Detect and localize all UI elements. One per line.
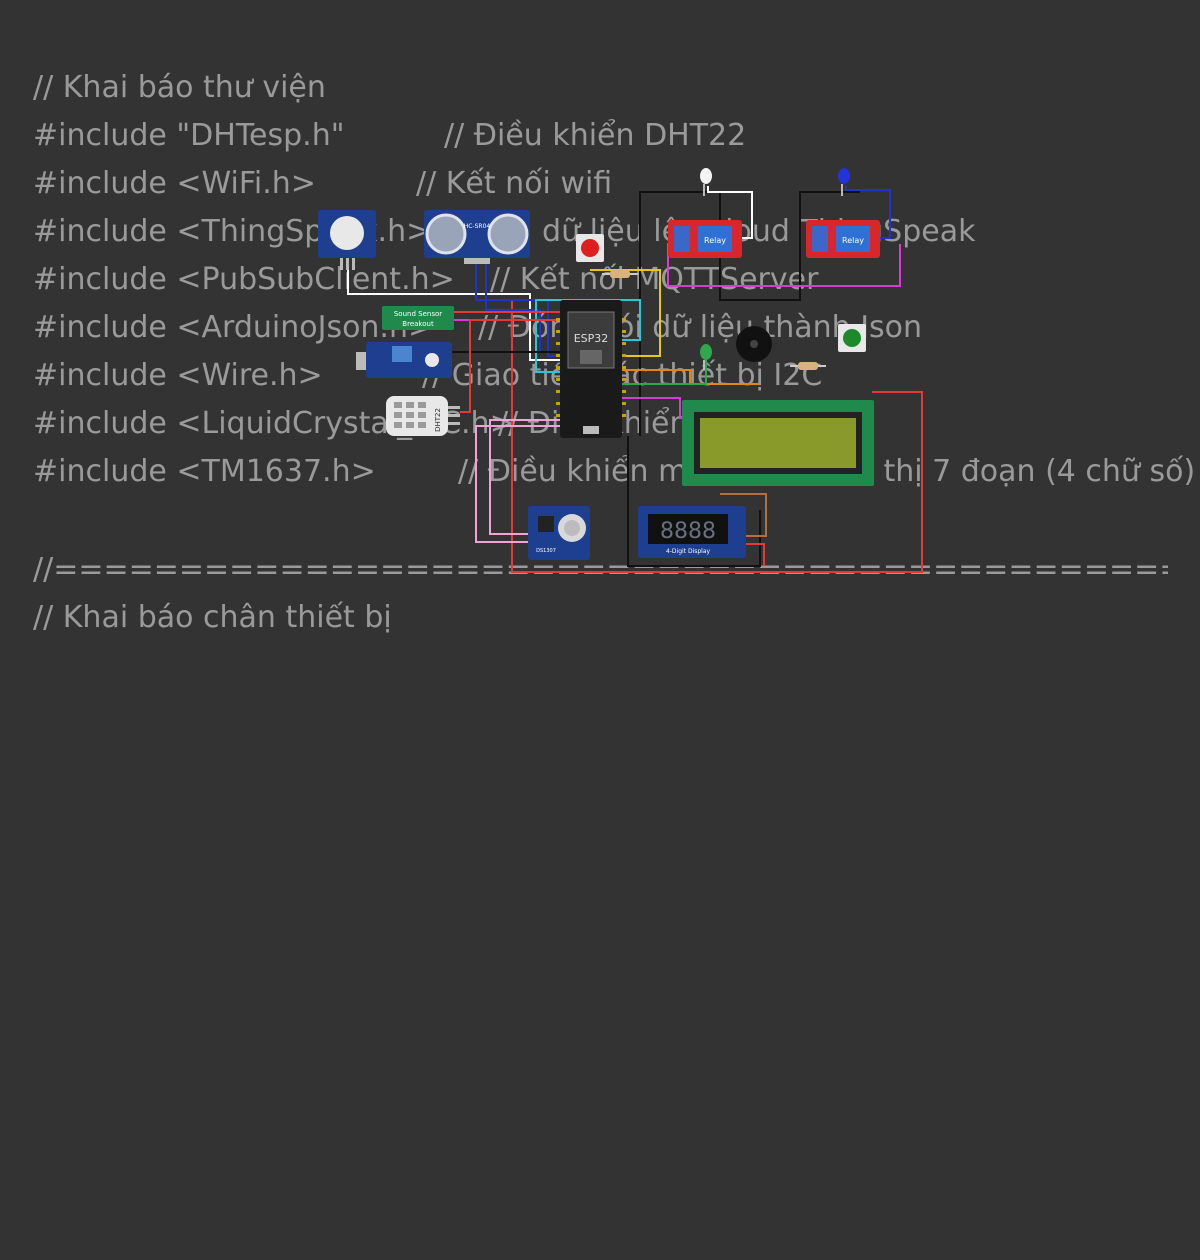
resistor-2 [790,362,826,370]
code-separator-line: //======================================… [33,552,1168,587]
code-line-9: #include <TM1637.h> [33,454,376,489]
light-sensor-module [356,342,452,378]
wire-white-led [707,186,753,239]
pir-sensor [318,210,376,270]
wire-black-top [639,191,860,436]
relay-module-2: Relay [806,220,880,258]
code-line-7: #include <Wire.h> [33,358,323,393]
dht-label: DHT22 [434,408,442,432]
code-line-2: #include "DHTesp.h" [33,118,345,153]
lcd-display [682,400,874,486]
relay-module-1: Relay [668,220,742,258]
wire-pink-rtc-2 [475,425,560,543]
seven-seg-digits: 8888 [660,519,716,544]
wire-magenta-lcd [622,397,690,419]
rtc-label: DS1307 [536,548,556,554]
code-comment-5: // Kết nối MQTTServer [490,262,819,297]
seven-segment-display: 8888 4-Digit Display [638,506,746,558]
resistor-1 [602,270,638,278]
code-comment-3: // Kết nối wifi [416,166,613,201]
relay-2-label: Relay [842,236,864,245]
rtc-module: DS1307 [528,506,590,560]
code-line-1: // Khai báo thư viện [33,70,326,105]
green-led [700,344,712,370]
wire-orange [622,369,760,385]
wire-blue-led [845,186,891,239]
blue-led [838,168,850,196]
esp32-board: ESP32 [556,300,626,438]
green-pushbutton [838,324,866,352]
esp32-label: ESP32 [574,332,609,345]
red-pushbutton [576,234,604,262]
dht22-sensor: DHT22 [386,396,460,436]
code-comment-2: // Điều khiển DHT22 [444,118,747,153]
seven-seg-label: 4-Digit Display [666,548,711,555]
relay-1-label: Relay [704,236,726,245]
sound-sensor-label-2: Breakout [402,320,434,328]
code-line-12: // Khai báo chân thiết bị [33,600,392,635]
code-line-3: #include <WiFi.h> [33,166,316,201]
wire-red-7seg [746,543,765,566]
wire-red-main [511,300,923,573]
wire-brown-7seg [720,493,767,537]
code-line-4: #include <ThingSpeak.h> [33,214,432,249]
wire-red-dht [460,319,560,413]
ultrasonic-sensor: HC-SR04 [424,210,530,264]
wire-black-bottom [627,436,761,567]
ultrasonic-label: HC-SR04 [464,223,491,230]
sound-sensor-label-1: Sound Sensor [394,310,442,318]
wire-pink-rtc [489,419,560,535]
circuit-diagram: HC-SR04 Sound Sensor Breakout DHT22 ESP3… [318,168,923,573]
code-line-5: #include <PubSubClient.h> [33,262,455,297]
wire-white-pir [347,258,560,361]
sound-sensor: Sound Sensor Breakout [382,306,454,330]
white-led [700,168,712,196]
buzzer [736,326,772,362]
wire-green-led [622,360,707,385]
